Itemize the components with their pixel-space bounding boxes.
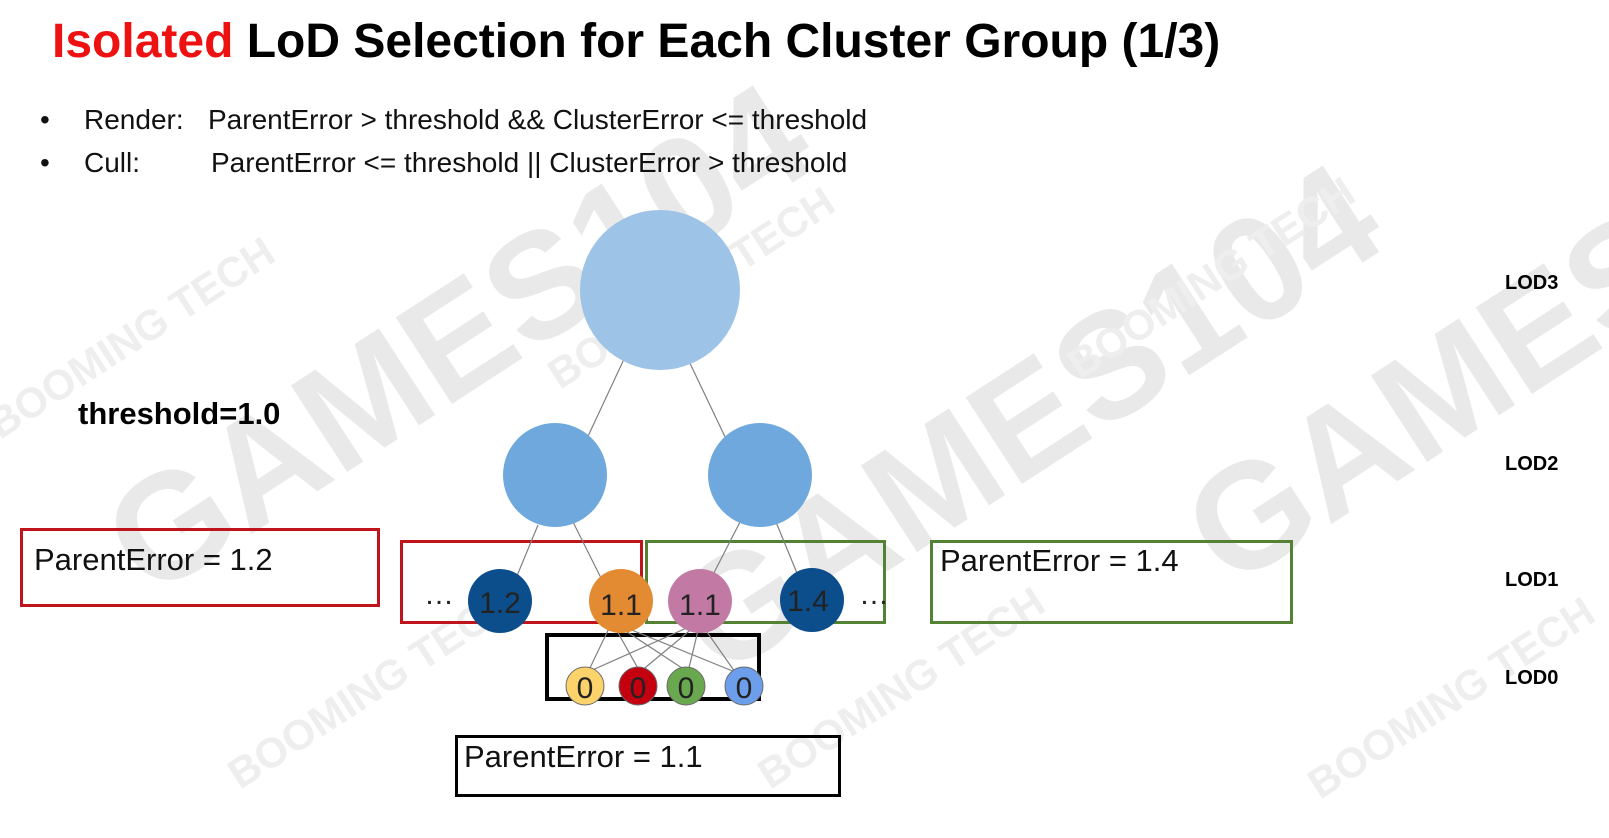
right-parent-error-box xyxy=(930,540,1293,624)
lod0-circle xyxy=(666,666,706,706)
lod1-node-2: 1.1 xyxy=(589,569,653,633)
lod1-circle xyxy=(468,569,532,633)
lod1-error: 1.1 xyxy=(600,589,642,622)
lod0-group-box xyxy=(545,633,761,701)
right-parent-error-label: ParentError = 1.4 xyxy=(940,543,1179,578)
lod1-circle xyxy=(589,569,653,633)
bottom-parent-error-label: ParentError = 1.1 xyxy=(464,739,703,774)
lod1-node-1: 1.2 xyxy=(468,569,532,633)
edge xyxy=(587,621,613,673)
lod0-error: 0 xyxy=(630,672,647,705)
lod1-node-4: 1.4 xyxy=(780,568,844,632)
lod3-label: LOD3 xyxy=(1505,272,1559,294)
lod0-error: 0 xyxy=(577,672,594,705)
left-parent-error-box xyxy=(20,528,380,607)
threshold-label: threshold=1.0 xyxy=(78,396,281,431)
lod0-circle xyxy=(565,666,605,706)
lod0-label: LOD0 xyxy=(1505,667,1559,689)
lod1-error: 1.2 xyxy=(479,587,521,620)
bullet-rule: ParentError > threshold && ClusterError … xyxy=(208,104,868,135)
lod0-circle xyxy=(618,666,658,706)
lod0-node-4: 0 xyxy=(724,666,764,706)
bullet-dot: • xyxy=(40,104,50,135)
lod1-circle xyxy=(668,569,732,633)
lod0-circle xyxy=(724,666,764,706)
ellipsis-right: … xyxy=(859,578,889,611)
bullet-dot: • xyxy=(40,147,50,178)
lod3-node xyxy=(580,210,740,370)
lod2-label: LOD2 xyxy=(1505,453,1559,475)
lod1-node-3: 1.1 xyxy=(668,569,732,633)
bullet-rule: ParentError <= threshold || ClusterError… xyxy=(211,147,848,178)
lod0-node-2: 0 xyxy=(618,666,658,706)
lod0-error: 0 xyxy=(678,672,695,705)
lod0-node-3: 0 xyxy=(666,666,706,706)
lod1-error: 1.1 xyxy=(679,589,721,622)
lod1-label: LOD1 xyxy=(1505,569,1559,591)
lod1-circle xyxy=(780,568,844,632)
edge xyxy=(587,621,701,673)
lod2-node-right xyxy=(708,423,812,527)
slide-title: Isolated LoD Selection for Each Cluster … xyxy=(52,10,1220,74)
lod2-node-left xyxy=(503,423,607,527)
left-parent-error-label: ParentError = 1.2 xyxy=(34,542,273,577)
bullet-key: Render: xyxy=(84,104,184,135)
lod0-error: 0 xyxy=(736,672,753,705)
bottom-parent-error-box xyxy=(455,735,841,797)
lod0-node-1: 0 xyxy=(565,666,605,706)
bullet-key: Cull: xyxy=(84,147,141,178)
ellipsis-left: … xyxy=(424,578,454,611)
title-highlight: Isolated xyxy=(52,15,234,68)
lod1-error: 1.4 xyxy=(787,585,829,618)
title-rest: LoD Selection for Each Cluster Group (1/… xyxy=(233,15,1221,68)
